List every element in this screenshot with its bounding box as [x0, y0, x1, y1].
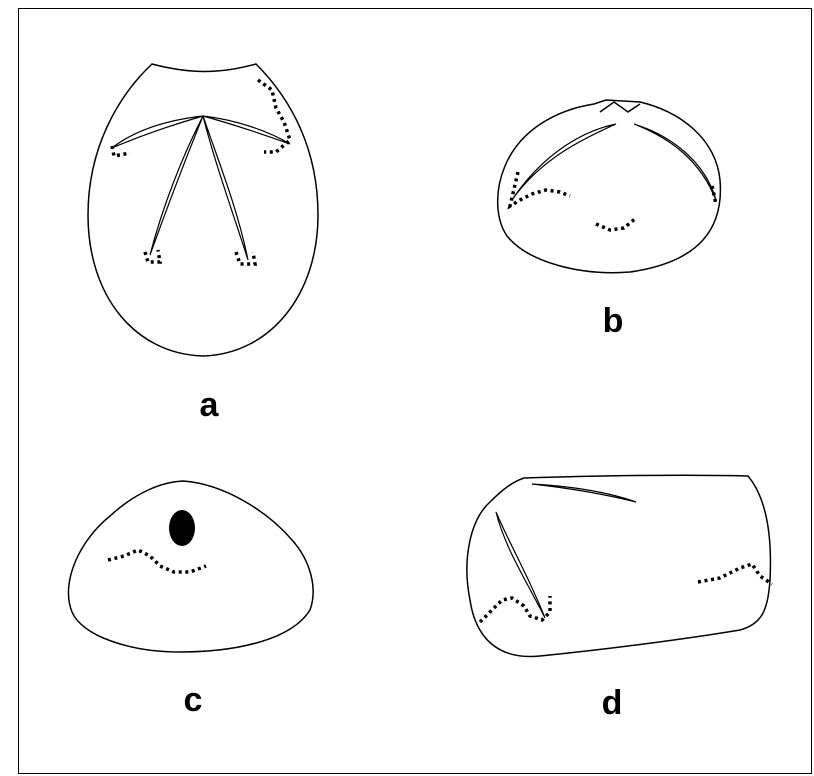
panel-a-outline [88, 64, 318, 356]
panel-c-outline [68, 481, 313, 652]
panel-label-c: c [184, 683, 203, 717]
panel-label-d: d [602, 686, 623, 720]
panel-label-a: a [200, 388, 219, 422]
panel-b-furrow-right [634, 124, 716, 200]
panel-b-drawing [498, 100, 721, 273]
panel-a-furrow-left-lower [150, 116, 203, 255]
panel-c-drawing [68, 481, 313, 652]
panel-c-dots [108, 550, 206, 572]
panel-label-b: b [603, 304, 624, 338]
panel-b-furrow-left [512, 124, 616, 200]
panel-a-drawing [88, 64, 318, 356]
panel-d-dots-left [480, 596, 550, 622]
panel-d-dots-right [698, 564, 772, 584]
panel-d-outline [467, 475, 771, 656]
panel-d-furrow-left [496, 512, 545, 618]
panel-b-dots-right [712, 186, 716, 204]
panel-d-drawing [467, 475, 772, 656]
panel-b-dots-left [510, 172, 570, 206]
panel-b-notch [600, 102, 640, 112]
panel-c-black-spot [169, 510, 195, 546]
panel-d-furrow-top [532, 484, 636, 502]
panel-b-dots-center [596, 218, 636, 230]
panel-a-furrow-right-upper [203, 116, 290, 144]
panel-a-dots-bottom-left [145, 250, 160, 262]
panel-a-furrow-right-lower [203, 116, 248, 260]
